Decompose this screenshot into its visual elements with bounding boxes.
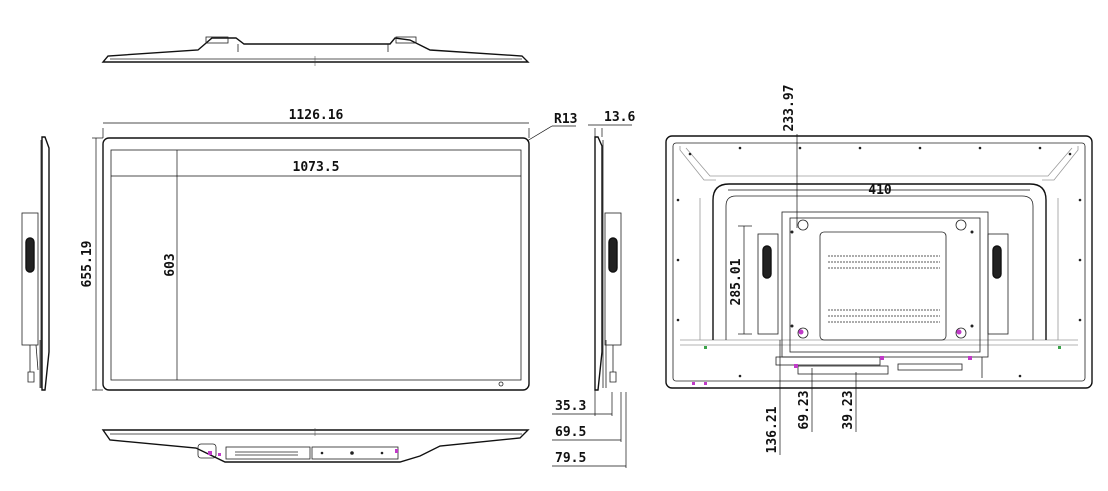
dimension-vesa-top: 233.97 (782, 85, 798, 228)
screw-dots (676, 146, 1082, 378)
right-side-view (594, 136, 622, 391)
front-view (102, 137, 530, 391)
top-view (101, 36, 530, 66)
corner-radius-label: R13 (554, 112, 577, 127)
rear-view (665, 135, 1093, 389)
dimension-depths: 35.3 69.5 79.5 (552, 390, 627, 468)
bottom-view (101, 428, 530, 463)
dimension-inner-width: 1073.5 (111, 160, 521, 177)
dimension-vesa-height: 285.01 (729, 225, 752, 335)
dimension-bezel-depth: 13.6 (588, 110, 635, 137)
dimension-total-height: 655.19 (80, 137, 103, 391)
bezel-depth-label: 13.6 (604, 110, 635, 125)
dimension-corner-radius: R13 (526, 112, 577, 142)
bottom-offset-1-label: 136.21 (765, 406, 780, 453)
dimension-vesa-width: 410 (728, 183, 1030, 198)
bottom-offset-2-label: 69.23 (797, 390, 812, 429)
depth-1-label: 35.3 (555, 399, 586, 414)
vesa-width-label: 410 (868, 183, 892, 198)
total-height-label: 655.19 (80, 241, 95, 288)
vent-pattern (828, 255, 940, 323)
dimension-bottom-offsets: 136.21 69.23 39.23 (765, 340, 857, 455)
dimension-inner-height: 603 (163, 150, 178, 380)
total-width-label: 1126.16 (289, 108, 344, 123)
dimension-total-width: 1126.16 (102, 108, 530, 138)
vesa-holes (790, 219, 974, 339)
inner-height-label: 603 (163, 253, 178, 276)
depth-2-label: 69.5 (555, 425, 586, 440)
depth-3-label: 79.5 (555, 451, 586, 466)
left-side-view (21, 136, 50, 391)
vesa-height-label: 285.01 (729, 258, 744, 305)
vesa-top-label: 233.97 (782, 85, 797, 132)
bottom-offset-3-label: 39.23 (841, 390, 856, 429)
inner-width-label: 1073.5 (293, 160, 340, 175)
